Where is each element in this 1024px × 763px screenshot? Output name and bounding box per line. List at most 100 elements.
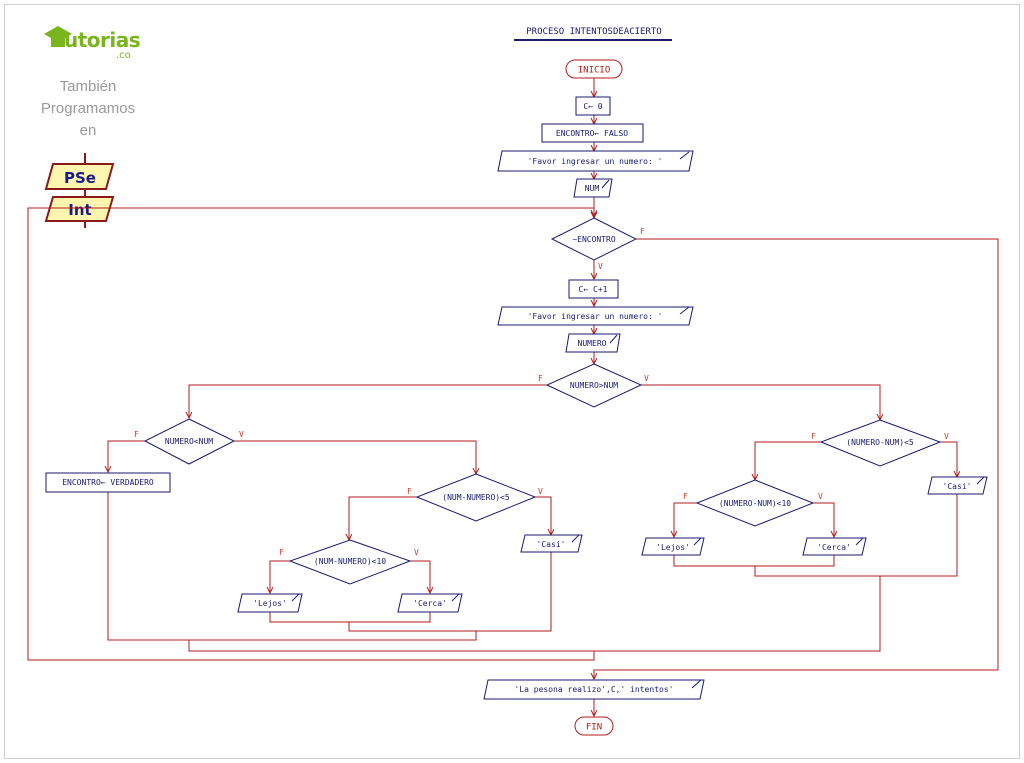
compare-equal-shape bbox=[143, 418, 236, 465]
assign-c-zero: C← 0 bbox=[575, 96, 611, 116]
left-lejos-shape bbox=[237, 593, 303, 613]
left-diff5-shape bbox=[415, 473, 537, 522]
output-final-label: 'La pesona realizo',C,' intentos' bbox=[515, 685, 674, 694]
left-diff5-decision: (NUM-NUMERO)<5 F V bbox=[407, 473, 543, 522]
right-casi-label: 'Casi' bbox=[943, 482, 972, 491]
left-casi-label: 'Casi' bbox=[537, 540, 566, 549]
right-output-cerca: 'Cerca' bbox=[802, 537, 867, 556]
compare-main-false-label: F bbox=[538, 374, 543, 383]
output-arrow-icon bbox=[693, 537, 702, 546]
tagline-line-2: Programamos bbox=[40, 100, 136, 117]
left-lejos-label: 'Lejos' bbox=[253, 599, 287, 608]
left-diff5-false-label: F bbox=[407, 487, 412, 496]
output-arrow-icon bbox=[571, 534, 580, 543]
input-num-label: NUM bbox=[585, 184, 600, 193]
assign-encontro-false-box bbox=[541, 123, 644, 143]
connector-lines bbox=[27, 78, 999, 716]
start-shape bbox=[565, 59, 623, 79]
assign-encontro-true-label: ENCONTRO← VERDADERO bbox=[62, 478, 154, 487]
input-numero: NUMERO bbox=[565, 333, 621, 353]
assign-encontro-false-label: ENCONTRO← FALSO bbox=[556, 129, 628, 138]
graduation-cap-icon bbox=[44, 26, 72, 47]
output-arrow-icon bbox=[855, 537, 864, 546]
pseint-badge[interactable]: PSe Int bbox=[44, 153, 115, 228]
left-diff10-true-label: V bbox=[414, 548, 419, 557]
right-diff10-label: (NUMERO-NUM)<10 bbox=[719, 499, 791, 508]
output-prompt-1-shape bbox=[497, 150, 694, 172]
right-cerca-shape bbox=[802, 537, 867, 556]
right-diff10-false-label: F bbox=[683, 492, 688, 501]
logo-domain: .co bbox=[116, 50, 131, 61]
start-label: INICIO bbox=[578, 66, 611, 76]
output-final-shape bbox=[483, 679, 705, 700]
compare-equal-false-label: F bbox=[134, 430, 139, 439]
compare-main-decision: NUMERO>NUM F V bbox=[538, 363, 649, 408]
output-prompt-2: 'Favor ingresar un numero: ' bbox=[497, 306, 694, 326]
input-num-shape bbox=[573, 178, 613, 198]
output-prompt-1: 'Favor ingresar un numero: ' bbox=[497, 150, 694, 172]
while-decision-shape bbox=[550, 217, 638, 261]
assign-c-increment-label: C← C+1 bbox=[579, 285, 608, 294]
flowchart-title: PROCESO INTENTOSDEACIERTO bbox=[526, 27, 661, 37]
left-diff5-label: (NUM-NUMERO)<5 bbox=[442, 493, 510, 502]
assign-encontro-false: ENCONTRO← FALSO bbox=[541, 123, 644, 143]
compare-main-true-label: V bbox=[644, 374, 649, 383]
canvas-border bbox=[4, 4, 1020, 759]
compare-equal-label: NUMERO<NUM bbox=[165, 437, 213, 446]
right-diff10-shape bbox=[695, 479, 815, 527]
while-not-found-decision: ~ENCONTRO F V bbox=[550, 217, 645, 271]
right-casi-shape bbox=[927, 476, 988, 495]
right-lejos-shape bbox=[641, 537, 705, 556]
right-diff5-shape bbox=[819, 419, 942, 467]
assign-c-zero-label: C← 0 bbox=[583, 102, 602, 111]
badge-int-shape bbox=[44, 196, 115, 222]
assign-c-zero-box bbox=[575, 96, 611, 116]
left-output-cerca: 'Cerca' bbox=[397, 593, 463, 613]
right-diff5-false-label: F bbox=[811, 432, 816, 441]
start-terminal: INICIO bbox=[565, 59, 623, 79]
left-output-lejos: 'Lejos' bbox=[237, 593, 303, 613]
left-diff5-true-label: V bbox=[538, 487, 543, 496]
left-diff10-label: (NUM-NUMERO)<10 bbox=[314, 557, 386, 566]
input-num: NUM bbox=[573, 178, 613, 198]
output-arrow-icon bbox=[976, 476, 985, 485]
right-diff5-true-label: V bbox=[944, 432, 949, 441]
input-arrow-icon bbox=[601, 179, 610, 189]
output-prompt-1-label: 'Favor ingresar un numero: ' bbox=[528, 157, 663, 166]
left-output-casi: 'Casi' bbox=[520, 534, 583, 553]
compare-main-label: NUMERO>NUM bbox=[570, 381, 618, 390]
input-arrow-icon bbox=[609, 334, 618, 344]
right-diff10-decision: (NUMERO-NUM)<10 F V bbox=[683, 479, 823, 527]
left-cerca-label: 'Cerca' bbox=[413, 599, 447, 608]
badge-pse-shape bbox=[44, 163, 115, 190]
logo-text: utorias bbox=[64, 28, 141, 52]
end-shape bbox=[574, 716, 614, 736]
left-diff10-decision: (NUM-NUMERO)<10 F V bbox=[279, 539, 419, 585]
compare-main-shape bbox=[545, 363, 643, 408]
output-arrow-icon bbox=[451, 593, 460, 602]
badge-pse-text: PSe bbox=[64, 169, 96, 187]
output-arrow-icon bbox=[291, 593, 300, 602]
compare-equal-decision: NUMERO<NUM F V bbox=[134, 418, 244, 465]
left-cerca-shape bbox=[397, 593, 463, 613]
tagline-line-1: También bbox=[59, 78, 117, 95]
output-final-result: 'La pesona realizo',C,' intentos' bbox=[483, 679, 705, 700]
assign-c-increment: C← C+1 bbox=[568, 279, 619, 299]
tutorias-logo[interactable]: utorias .co bbox=[42, 18, 152, 61]
right-output-lejos: 'Lejos' bbox=[641, 537, 705, 556]
while-true-label: V bbox=[598, 262, 603, 271]
output-prompt-2-label: 'Favor ingresar un numero: ' bbox=[528, 312, 663, 321]
output-prompt-2-shape bbox=[497, 306, 694, 326]
output-arrow-icon bbox=[679, 151, 690, 160]
right-cerca-label: 'Cerca' bbox=[817, 543, 851, 552]
assign-c-increment-box bbox=[568, 279, 619, 299]
while-decision-label: ~ENCONTRO bbox=[572, 235, 616, 244]
end-terminal: FIN bbox=[574, 716, 614, 736]
tagline: También Programamos en bbox=[18, 76, 158, 142]
output-arrow-icon bbox=[691, 679, 702, 689]
left-casi-shape bbox=[520, 534, 583, 553]
right-output-casi: 'Casi' bbox=[927, 476, 988, 495]
right-diff5-label: (NUMERO-NUM)<5 bbox=[846, 438, 914, 447]
